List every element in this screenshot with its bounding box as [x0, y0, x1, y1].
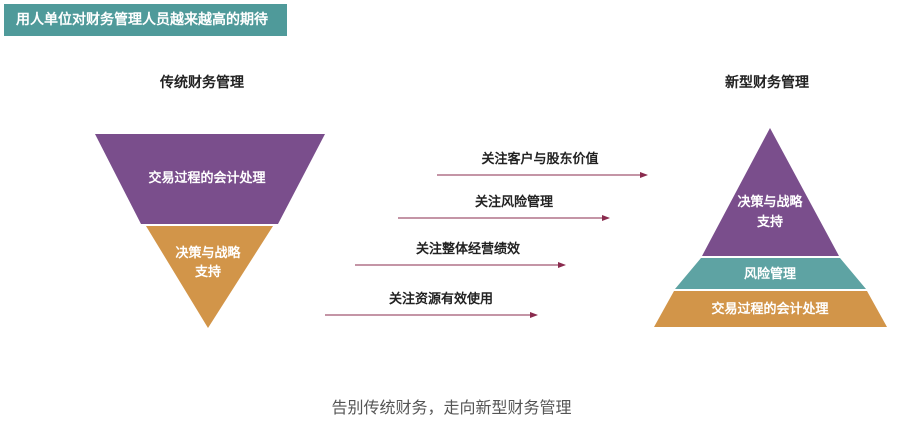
right-bottom-label: 交易过程的会计处理: [711, 301, 828, 317]
left-top-label: 交易过程的会计处理: [148, 170, 265, 186]
title-banner: 用人单位对财务管理人员越来越高的期待: [4, 4, 287, 36]
left-bottom-label-1: 决策与战略: [175, 245, 241, 261]
right-top-label-1: 决策与战略: [737, 194, 803, 210]
left-top-segment: [95, 134, 325, 224]
arrow-2-label: 关注风险管理: [475, 194, 553, 210]
arrow-1-label: 关注客户与股东价值: [481, 151, 598, 167]
arrow-4-label: 关注资源有效使用: [389, 291, 493, 307]
left-bottom-segment: [146, 226, 273, 328]
right-heading: 新型财务管理: [725, 75, 809, 91]
left-bottom-label-2: 支持: [194, 264, 221, 280]
left-heading: 传统财务管理: [160, 75, 244, 91]
right-middle-label: 风险管理: [744, 266, 796, 282]
caption: 告别传统财务，走向新型财务管理: [331, 398, 572, 417]
right-top-segment: [702, 128, 839, 256]
arrow-3-label: 关注整体经营绩效: [416, 241, 521, 257]
right-bottom-segment: [654, 291, 887, 327]
right-middle-segment: [675, 258, 866, 289]
right-top-label-2: 支持: [756, 214, 783, 230]
